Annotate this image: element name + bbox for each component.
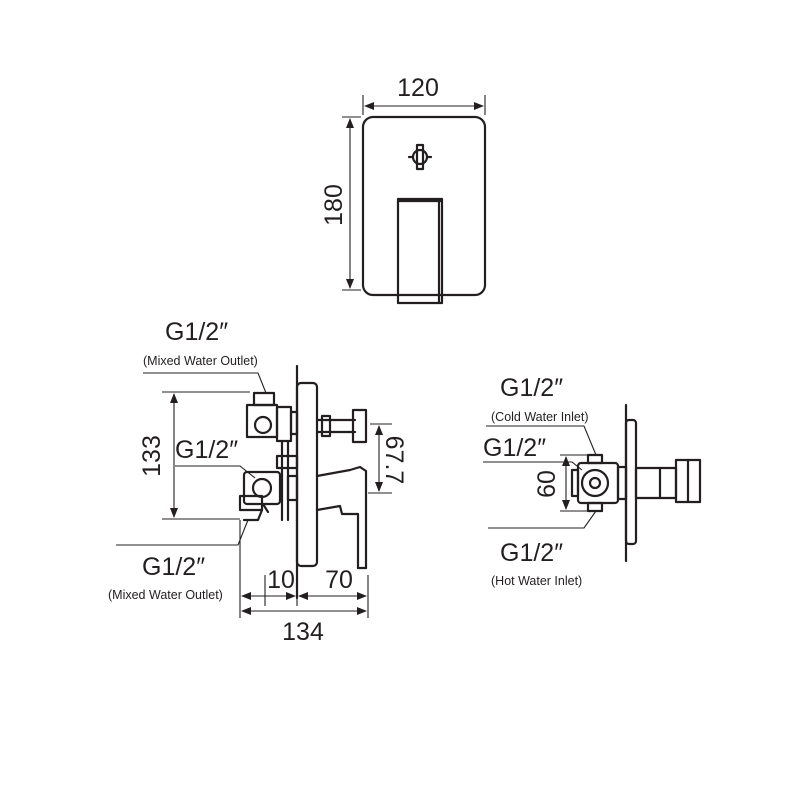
cover-plate-side bbox=[295, 381, 319, 568]
front-view: 120 180 bbox=[320, 74, 487, 305]
leader-hot-thread bbox=[488, 510, 597, 529]
label-bottom-thread: G1/2″ bbox=[142, 553, 205, 581]
inlet-extension bbox=[634, 458, 702, 504]
label-cold-thread: G1/2″ bbox=[500, 374, 563, 402]
dim-134-label: 134 bbox=[282, 618, 324, 646]
inlet-view: G1/2″ (Cold Water Inlet) G1/2″ G1/2″ (Ho… bbox=[483, 374, 702, 588]
inlet-body bbox=[570, 453, 628, 513]
dim-bottom-lines bbox=[239, 520, 369, 618]
inlet-plate bbox=[624, 418, 638, 546]
dim-67-label: 67.7 bbox=[380, 436, 408, 485]
dim-height-line bbox=[342, 116, 361, 291]
dim-60-label: 60 bbox=[533, 470, 561, 498]
label-top-thread: G1/2″ bbox=[165, 318, 228, 346]
dim-67-line bbox=[368, 423, 392, 494]
dim-width-label: 120 bbox=[397, 74, 439, 102]
dim-height-label: 180 bbox=[320, 184, 348, 226]
label-cold-caption: (Cold Water Inlet) bbox=[491, 410, 588, 424]
cover-plate bbox=[361, 115, 487, 297]
label-mid-thread: G1/2″ bbox=[175, 436, 238, 464]
leader-bottom-thread bbox=[116, 519, 249, 546]
lever-handle-side bbox=[315, 465, 368, 570]
label-hot-caption: (Hot Water Inlet) bbox=[491, 574, 582, 588]
label-bottom-caption: (Mixed Water Outlet) bbox=[108, 588, 223, 602]
dim-width-line bbox=[362, 95, 486, 115]
side-view: G1/2″ (Mixed Water Outlet) G1/2″ G1/2″ (… bbox=[108, 318, 408, 646]
label-top-caption: (Mixed Water Outlet) bbox=[143, 354, 258, 368]
lower-outlet-fitting bbox=[238, 470, 282, 522]
dim-133-label: 133 bbox=[138, 435, 166, 477]
valve-body bbox=[275, 439, 299, 522]
diverter-knob-icon bbox=[407, 143, 433, 171]
leader-mid-thread bbox=[175, 465, 256, 479]
label-inlet-mid-thread: G1/2″ bbox=[483, 434, 546, 462]
dim-70-label: 70 bbox=[325, 566, 353, 594]
dim-133-line bbox=[162, 391, 250, 520]
leader-cold-thread bbox=[486, 425, 597, 456]
label-hot-thread: G1/2″ bbox=[500, 539, 563, 567]
dim-60-line bbox=[560, 454, 590, 512]
lever-handle-front bbox=[396, 197, 444, 305]
leader-inlet-mid-thread bbox=[483, 461, 583, 471]
dim-10-label: 10 bbox=[267, 566, 295, 594]
leader-top-thread bbox=[143, 372, 267, 394]
upper-outlet-fitting bbox=[245, 391, 299, 443]
spindle-knob bbox=[315, 408, 368, 444]
